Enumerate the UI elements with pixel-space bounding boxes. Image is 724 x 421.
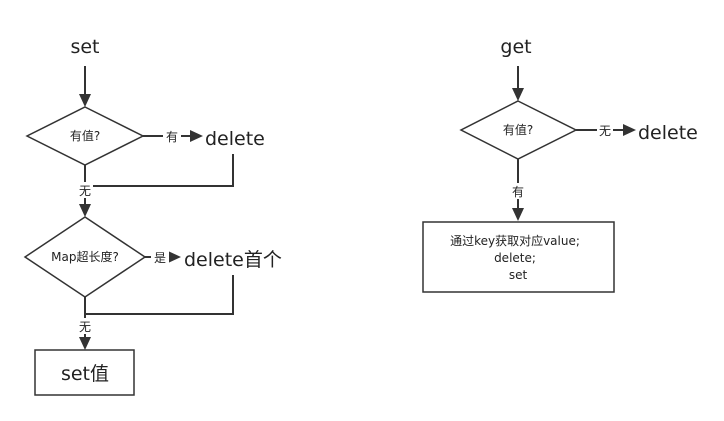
right-decision-no-label-bg bbox=[597, 122, 613, 138]
left-end-box-label: set值 bbox=[61, 363, 109, 385]
right-arrowhead-decision-no bbox=[623, 124, 636, 136]
left-decision-1-label: 有值? bbox=[70, 128, 100, 143]
right-process-line-1: 通过key获取对应value; bbox=[450, 233, 580, 248]
left-arrowhead-decision-1-yes bbox=[190, 130, 203, 142]
right-decision-yes-label-bg bbox=[509, 183, 527, 199]
left-loop-back-2 bbox=[85, 275, 234, 315]
right-start-label: get bbox=[500, 36, 531, 58]
left-arrowhead-decision-2-yes bbox=[168, 251, 181, 263]
left-start-label: set bbox=[70, 36, 99, 58]
left-decision-1-yes-target: delete bbox=[205, 128, 265, 150]
right-decision-no-target: delete bbox=[638, 122, 698, 144]
right-flow: get 有值? 无 delete 有 通过key获取对应value; delet… bbox=[422, 36, 698, 293]
left-decision-1-no-label: 无 bbox=[79, 184, 91, 198]
right-process-line-3: set bbox=[509, 268, 528, 282]
left-flow: set 有值? 有 delete 无 Map超长度? 是 delete首个 bbox=[23, 36, 282, 396]
right-arrowhead-decision bbox=[512, 88, 524, 101]
right-decision-label: 有值? bbox=[503, 122, 533, 137]
left-loop-back-1 bbox=[85, 154, 234, 187]
right-decision-no-label: 无 bbox=[599, 124, 611, 138]
left-decision-2-no-label: 无 bbox=[79, 320, 91, 334]
left-decision-2-yes-label: 是 bbox=[154, 251, 166, 265]
left-arrowhead-end bbox=[79, 337, 91, 350]
left-decision-2-label: Map超长度? bbox=[51, 249, 119, 264]
left-decision-1-yes-label: 有 bbox=[166, 130, 178, 144]
left-arrowhead-decision-1 bbox=[79, 94, 91, 107]
left-decision-1-no-label-bg bbox=[77, 182, 93, 198]
left-end-box bbox=[34, 349, 135, 396]
right-decision-yes-label: 有 bbox=[512, 185, 524, 199]
left-decision-1-yes-label-bg bbox=[163, 128, 181, 144]
left-decision-2-yes-label-bg bbox=[151, 249, 169, 265]
right-process-box bbox=[422, 221, 615, 293]
left-decision-2-no-label-bg bbox=[77, 318, 93, 334]
right-arrowhead-process bbox=[512, 208, 524, 221]
right-process-line-2: delete; bbox=[494, 251, 536, 265]
left-arrowhead-decision-2 bbox=[79, 204, 91, 217]
left-decision-2-yes-target: delete首个 bbox=[184, 249, 282, 271]
